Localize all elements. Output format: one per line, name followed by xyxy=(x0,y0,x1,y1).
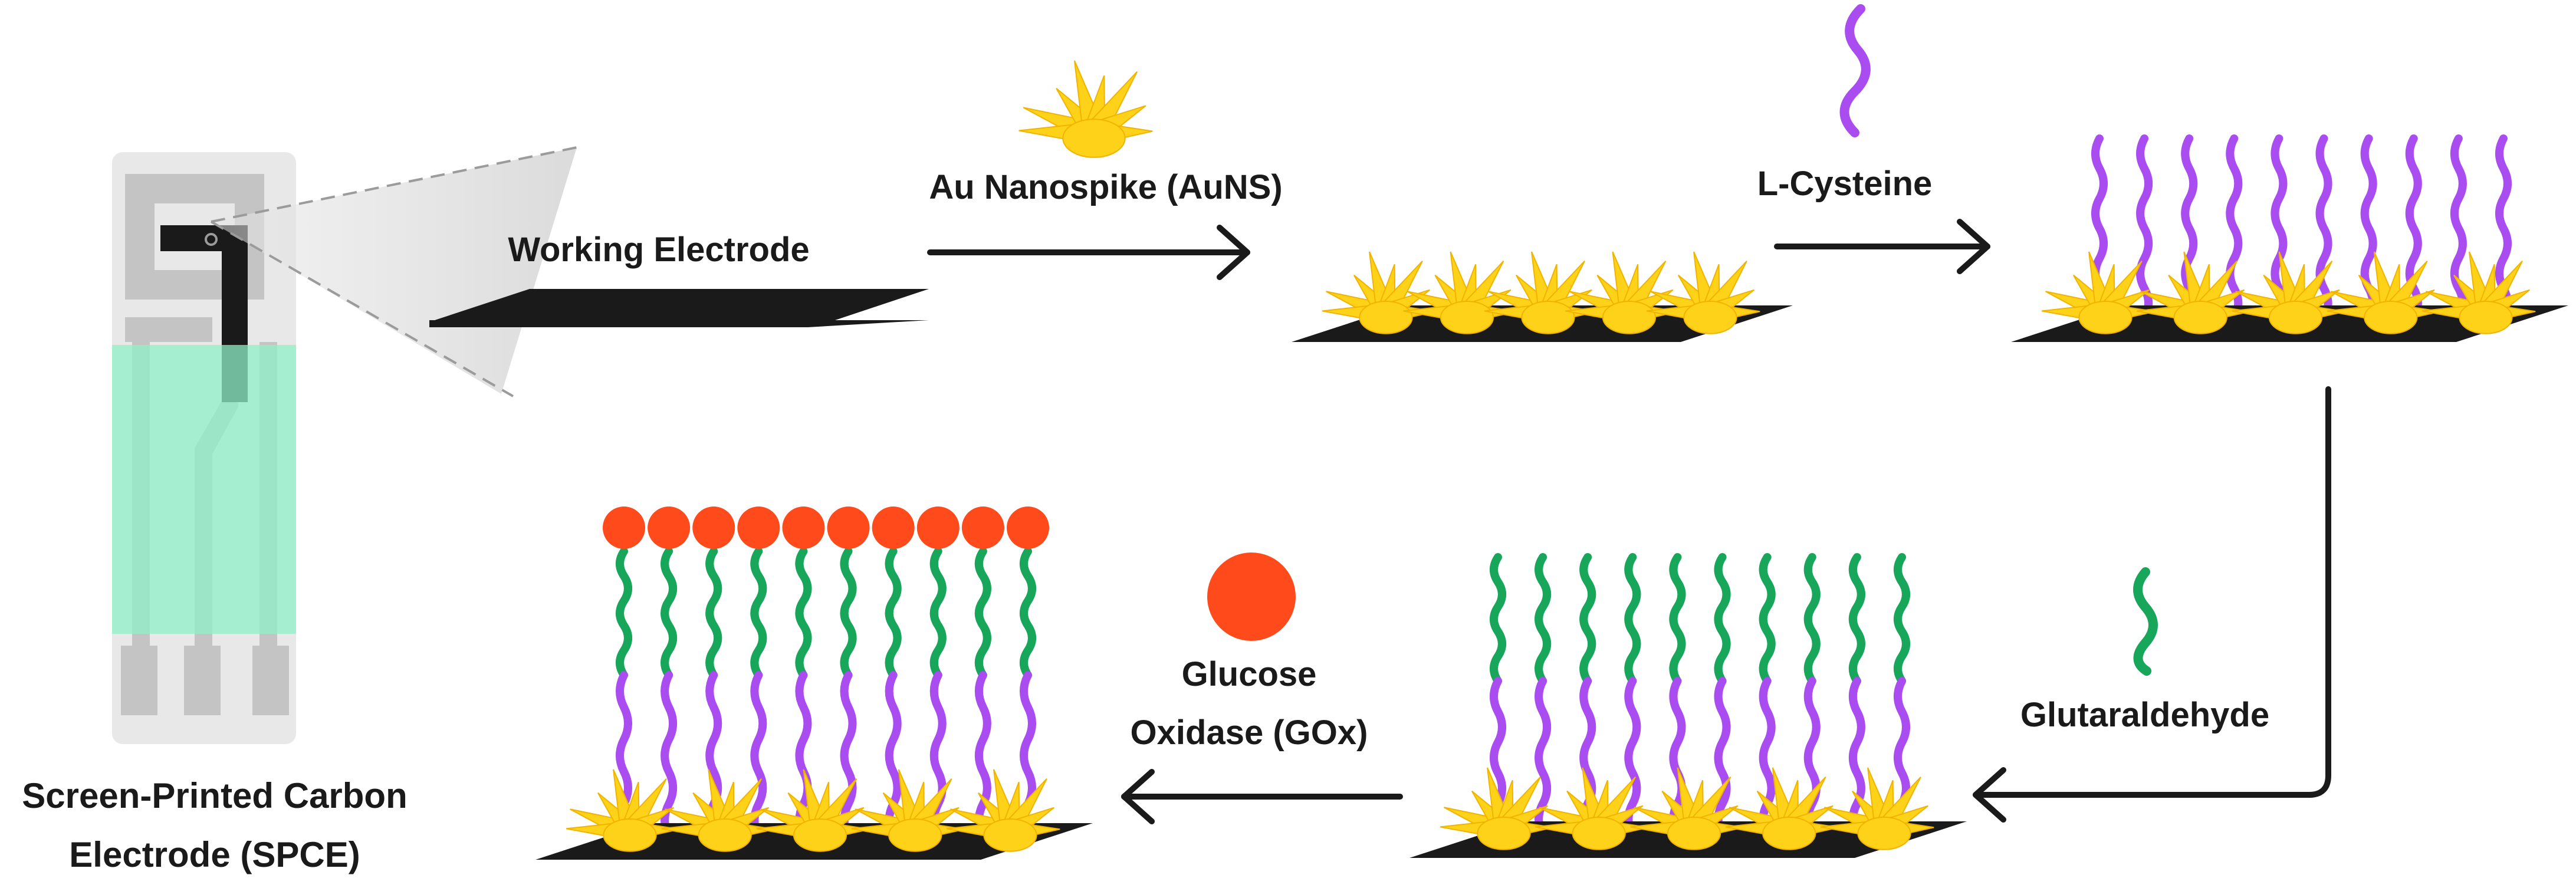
cysteine-chain xyxy=(2315,134,2332,323)
gox-enzyme xyxy=(782,507,825,549)
au-nanospike xyxy=(566,769,680,852)
cysteine-chain xyxy=(840,671,857,840)
au-nanospike xyxy=(661,769,775,852)
panel-auns-electrode xyxy=(1292,251,1793,342)
gox-enzyme xyxy=(827,507,870,549)
aunspike-icon xyxy=(1018,60,1153,158)
glutaraldehyde-chain xyxy=(1669,553,1686,685)
cysteine-chain xyxy=(974,671,991,840)
au-nanospike xyxy=(851,769,965,852)
arrow-step1 xyxy=(927,225,1250,280)
glutaraldehyde-chain xyxy=(1579,553,1596,685)
cysteine-chain xyxy=(2226,134,2243,323)
au-nanospike xyxy=(2041,251,2156,334)
panel-cysteine-electrode xyxy=(2011,134,2568,342)
au-nanospike xyxy=(1322,251,1436,334)
glutaraldehyde-chain xyxy=(974,547,991,679)
cysteine-chain xyxy=(1535,677,1552,838)
glutaraldehyde-chain xyxy=(1535,553,1552,685)
spce-label-line2: Electrode (SPCE) xyxy=(69,835,360,874)
au-nanospike xyxy=(1725,767,1839,850)
glutaraldehyde-chain xyxy=(661,547,678,679)
au-nanospike xyxy=(1646,251,1760,334)
gox-enzyme xyxy=(737,507,780,549)
au-nanospike xyxy=(2232,251,2345,334)
gox-label-line2: Oxidase (GOx) xyxy=(1131,713,1368,752)
glutaraldehyde-chain xyxy=(616,547,632,679)
arrow-step3 xyxy=(1973,386,2331,823)
au-nanospike xyxy=(1630,767,1744,850)
glutaraldehyde-chain xyxy=(885,547,902,679)
gox-enzyme xyxy=(1007,507,1049,549)
glutaraldehyde-chain xyxy=(750,547,767,679)
glutaraldehyde-chain xyxy=(1848,553,1865,685)
glutaraldehyde-chain xyxy=(705,547,722,679)
glutaraldehyde-chain xyxy=(1624,553,1641,685)
gox-enzyme-icon xyxy=(1207,552,1296,641)
aunspike-label: Au Nanospike (AuNS) xyxy=(929,168,1282,206)
glutaraldehyde-chain xyxy=(840,547,857,679)
zoom-callout xyxy=(205,146,577,397)
glutaraldehyde-chain xyxy=(1894,553,1910,685)
au-nanospike xyxy=(946,769,1060,852)
panel-glutaraldehyde-electrode xyxy=(1409,553,1967,858)
glutaraldehyde-chain xyxy=(795,547,812,679)
au-nanospike xyxy=(2137,251,2250,334)
arrow-step2 xyxy=(1774,219,1990,274)
cysteine-chain xyxy=(2136,134,2153,323)
au-nanospike xyxy=(756,769,870,852)
cysteine-chain xyxy=(2450,134,2467,323)
au-nanospike xyxy=(1018,60,1153,158)
cysteine-chain xyxy=(1624,677,1641,838)
glutaraldehyde-chain xyxy=(1759,553,1776,685)
gox-enzyme xyxy=(648,507,691,549)
cysteine-chain xyxy=(1848,677,1865,838)
glutaraldehyde-chain xyxy=(929,547,947,679)
spce-label-line1: Screen-Printed Carbon xyxy=(22,776,407,815)
gox-enzyme xyxy=(961,507,1004,549)
cysteine-chain xyxy=(661,671,678,840)
arrow-step4 xyxy=(1121,769,1403,824)
au-nanospike xyxy=(1820,767,1934,850)
glutaraldehyde-chain xyxy=(1490,553,1506,685)
glutaraldehyde-molecule-icon xyxy=(2133,567,2158,676)
gox-enzyme xyxy=(603,507,645,549)
au-nanospike xyxy=(1484,251,1598,334)
glutaraldehyde-chain xyxy=(1803,553,1821,685)
panel-gox-electrode xyxy=(535,507,1093,860)
au-nanospike xyxy=(1565,251,1679,334)
au-nanospike xyxy=(1403,251,1517,334)
working-electrode-label: Working Electrode xyxy=(508,231,809,269)
glutaraldehyde-chain xyxy=(1020,547,1036,679)
gox-enzyme xyxy=(916,507,960,549)
spce-strip xyxy=(112,152,296,744)
au-nanospike xyxy=(1535,767,1649,850)
gox-enzyme xyxy=(872,507,915,549)
lcysteine-label: L-Cysteine xyxy=(1757,165,1933,203)
au-nanospike xyxy=(1440,767,1554,850)
glutaraldehyde-chain xyxy=(1714,553,1731,685)
cysteine-chain xyxy=(1714,677,1731,838)
gox-enzyme xyxy=(692,507,735,549)
cysteine-chain xyxy=(750,671,767,840)
au-nanospike xyxy=(2421,251,2536,334)
glutaraldehyde-label: Glutaraldehyde xyxy=(2020,696,2269,734)
lcysteine-molecule-icon xyxy=(1839,4,1871,137)
au-nanospike xyxy=(2327,251,2441,334)
gox-label-line1: Glucose xyxy=(1182,655,1317,693)
